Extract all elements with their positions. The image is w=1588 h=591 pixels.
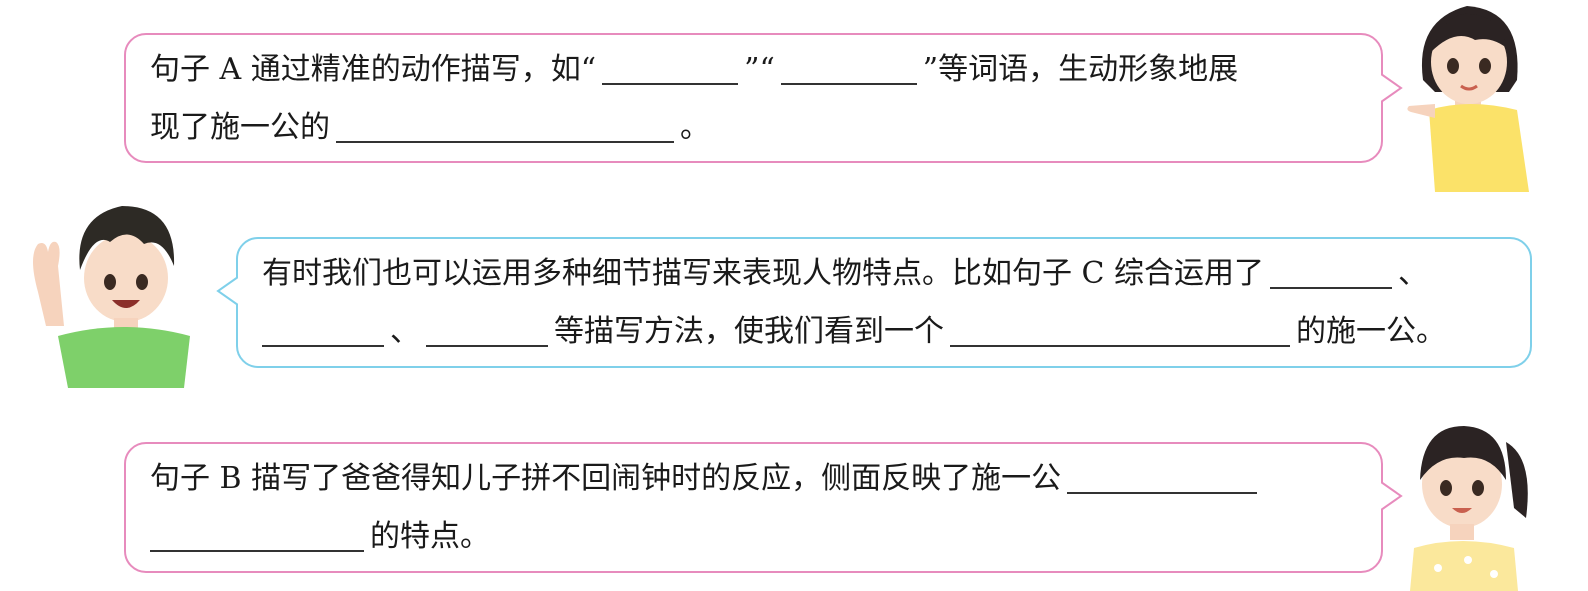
answer-blank[interactable] <box>150 510 364 552</box>
bubble-a-text-1: 句子 A 通过精准的动作描写，如 <box>150 52 581 87</box>
answer-blank[interactable] <box>1270 247 1393 289</box>
bubble-b-tail <box>1381 481 1403 511</box>
answer-blank[interactable] <box>262 305 384 347</box>
answer-blank[interactable] <box>1067 452 1258 494</box>
answer-blank[interactable] <box>950 305 1290 347</box>
girl-ponytail-icon <box>1410 426 1528 591</box>
bubble-b-line-1: 句子 B 描写了爸爸得知儿子拼不回闹钟时的反应，侧面反映了施一公 <box>150 450 1357 508</box>
bubble-a-text-2: 等词语，生动形象地展 <box>938 52 1239 87</box>
speech-bubble-b: 句子 B 描写了爸爸得知儿子拼不回闹钟时的反应，侧面反映了施一公 的特点。 <box>124 442 1383 573</box>
bubble-c-line-2: 、等描写方法，使我们看到一个的施一公。 <box>262 303 1506 361</box>
speech-bubble-c: 有时我们也可以运用多种细节描写来表现人物特点。比如句子 C 综合运用了、 、等描… <box>236 237 1532 368</box>
answer-blank[interactable] <box>336 101 674 143</box>
bubble-a-line-2: 现了施一公的。 <box>150 99 1357 157</box>
bubble-c-tail <box>216 276 238 306</box>
girl-pointing-icon <box>1407 6 1529 192</box>
bubble-b-line-2: 的特点。 <box>150 508 1357 566</box>
bubble-a-tail <box>1381 73 1403 103</box>
answer-blank[interactable] <box>602 43 739 85</box>
bubble-c-line-1: 有时我们也可以运用多种细节描写来表现人物特点。比如句子 C 综合运用了、 <box>262 245 1506 303</box>
answer-blank[interactable] <box>780 43 917 85</box>
bubble-a-line-1: 句子 A 通过精准的动作描写，如“”“”等词语，生动形象地展 <box>150 41 1357 99</box>
answer-blank[interactable] <box>426 305 548 347</box>
speech-bubble-a: 句子 A 通过精准的动作描写，如“”“”等词语，生动形象地展 现了施一公的。 <box>124 33 1383 163</box>
boy-waving-icon <box>33 206 190 388</box>
